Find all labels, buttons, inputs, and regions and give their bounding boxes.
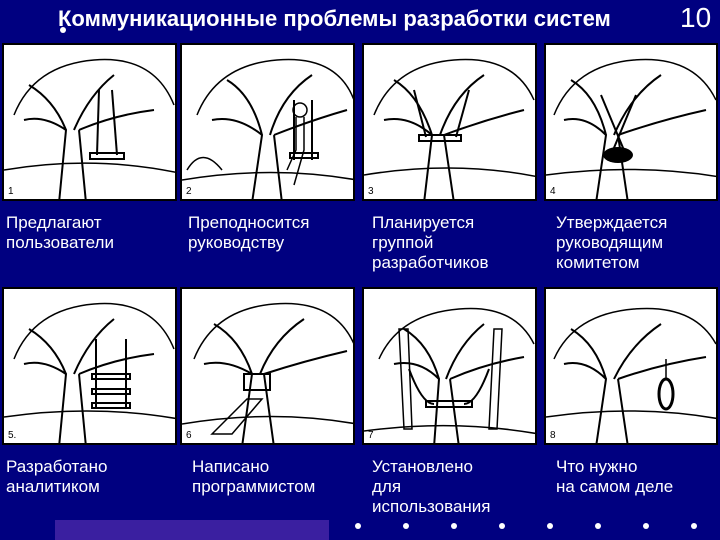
- caption-7: Установлено для использования: [372, 457, 491, 516]
- caption-5: Разработано аналитиком: [6, 457, 108, 496]
- slide-title: Коммуникационные проблемы разработки сис…: [58, 6, 611, 31]
- panel-number: 4: [550, 186, 556, 197]
- panel-1: 1: [2, 43, 177, 201]
- slide-number: 10: [680, 2, 712, 33]
- title-bar: Коммуникационные проблемы разработки сис…: [0, 0, 720, 42]
- caption-3: Планируется группой разработчиков: [372, 213, 489, 272]
- tree-swing-illustration: [182, 58, 353, 199]
- caption-1: Предлагают пользователи: [6, 213, 114, 252]
- caption-4: Утверждается руководящим комитетом: [556, 213, 668, 272]
- panel-number: 6: [186, 430, 192, 441]
- tree-swing-illustration: [4, 58, 175, 199]
- dot-icon: [451, 523, 457, 529]
- panel-2: 2: [180, 43, 355, 201]
- dot-icon: [355, 523, 361, 529]
- dot-icon: [499, 523, 505, 529]
- panel-7: 7: [362, 287, 537, 445]
- panel-number: 1: [8, 186, 14, 197]
- panel-5: 5.: [2, 287, 177, 445]
- panel-3: 3: [362, 43, 537, 201]
- dot-icon: [403, 523, 409, 529]
- dot-icon: [643, 523, 649, 529]
- panel-number: 2: [186, 186, 192, 197]
- caption-6: Написано программистом: [192, 457, 316, 496]
- panel-number: 5.: [8, 430, 17, 441]
- tree-swing-illustration: [546, 58, 716, 199]
- dot-icon: [691, 523, 697, 529]
- caption-8: Что нужно на самом деле: [556, 457, 674, 496]
- dot-icon: [547, 523, 553, 529]
- caption-2: Преподносится руководству: [188, 213, 310, 252]
- bullet-dot-icon: [60, 27, 66, 33]
- tree-swing-illustration: [182, 302, 353, 443]
- tree-swing-illustration: [4, 302, 175, 443]
- panel-number: 8: [550, 430, 556, 441]
- panel-number: 3: [368, 186, 374, 197]
- dot-row: [355, 523, 715, 535]
- panel-4: 4: [544, 43, 718, 201]
- dot-icon: [595, 523, 601, 529]
- tree-swing-illustration: [364, 58, 535, 199]
- panel-6: 6: [180, 287, 355, 445]
- tree-swing-illustration: [546, 307, 716, 443]
- decorative-bar: [55, 520, 329, 540]
- tree-swing-illustration: [364, 307, 535, 443]
- panel-number: 7: [368, 430, 374, 441]
- panel-8: 8: [544, 287, 718, 445]
